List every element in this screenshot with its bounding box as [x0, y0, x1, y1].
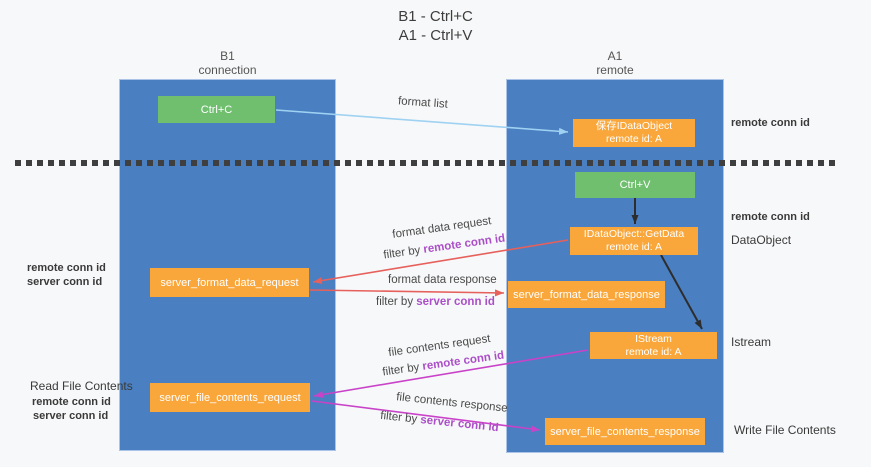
server-conn-id-left-label-1: server conn id	[27, 276, 103, 288]
getdata-line1: IDataObject::GetData	[583, 228, 685, 240]
filter-by-text: filter by	[382, 243, 425, 262]
server-file-contents-response-label: server_file_contents_response	[550, 425, 700, 438]
server-format-data-response-box: server_format_data_response	[508, 281, 665, 308]
istream-box: IStream remote id: A	[590, 332, 717, 359]
saved-dataobject-line1: 保存IDataObject	[595, 120, 673, 132]
lane-a1-role: remote	[596, 63, 634, 77]
ctrl-c-box: Ctrl+C	[158, 96, 275, 123]
read-file-contents-label: Read File Contents	[30, 379, 133, 393]
ctrl-v-label: Ctrl+V	[619, 179, 651, 191]
server-format-data-request-box: server_format_data_request	[150, 268, 309, 297]
format-response-arrow	[309, 289, 505, 297]
lane-b1-role: connection	[198, 63, 257, 77]
istream-line2: remote id: A	[625, 345, 682, 358]
ctrl-v-box: Ctrl+V	[575, 172, 695, 198]
server-conn-id-left-label-2: server conn id	[33, 410, 109, 422]
dataobject-side-label: DataObject	[731, 233, 792, 247]
server-file-contents-request-box: server_file_contents_request	[150, 383, 310, 412]
filter-by-text: filter by	[376, 296, 417, 308]
server-conn-id-text: server conn id	[419, 414, 500, 435]
server-format-data-response-label: server_format_data_response	[513, 288, 660, 301]
remote-conn-id-text: remote conn id	[422, 232, 506, 256]
remote-conn-id-text: remote conn id	[421, 349, 505, 373]
remote-conn-id-left-label-1: remote conn id	[27, 262, 106, 274]
ctrl-c-label: Ctrl+C	[200, 103, 233, 116]
remote-conn-id-left-label-2: remote conn id	[32, 396, 111, 408]
lane-b1-name: B1	[220, 49, 235, 63]
istream-line1: IStream	[635, 332, 672, 345]
lane-header-a1: A1 remote	[506, 49, 724, 77]
filter-by-text: filter by	[381, 360, 424, 379]
saved-dataobject-box: 保存IDataObject remote id: A	[573, 119, 695, 147]
filter-by-text: filter by	[379, 409, 421, 426]
file-contents-response-label: file contents response	[395, 391, 509, 415]
remote-conn-id-side-label-top: remote conn id	[731, 117, 810, 129]
filter-by-server-conn-id-label-1: filter by server conn id	[376, 296, 495, 308]
server-format-data-request-label: server_format_data_request	[160, 276, 299, 289]
getdata-line2: remote id: A	[605, 241, 663, 253]
remote-conn-id-side-label-mid: remote conn id	[731, 211, 810, 223]
getdata-box: IDataObject::GetData remote id: A	[570, 227, 698, 255]
server-conn-id-text: server conn id	[416, 296, 495, 308]
lane-header-b1: B1 connection	[119, 49, 336, 77]
write-file-contents-label: Write File Contents	[734, 423, 836, 437]
title-line-2: A1 - Ctrl+V	[398, 27, 473, 44]
server-file-contents-response-box: server_file_contents_response	[545, 418, 705, 445]
server-file-contents-request-label: server_file_contents_request	[159, 391, 301, 404]
istream-side-label: Istream	[731, 335, 772, 349]
format-list-label: format list	[397, 95, 449, 111]
filter-by-server-conn-id-label-2: filter by server conn id	[380, 410, 499, 434]
title-line-1: B1 - Ctrl+C	[398, 8, 473, 25]
diagram-title: B1 - Ctrl+C A1 - Ctrl+V	[0, 7, 871, 45]
format-data-response-label: format data response	[388, 274, 497, 286]
saved-dataobject-line2: remote id: A	[605, 133, 663, 145]
lane-a1-name: A1	[607, 49, 623, 63]
